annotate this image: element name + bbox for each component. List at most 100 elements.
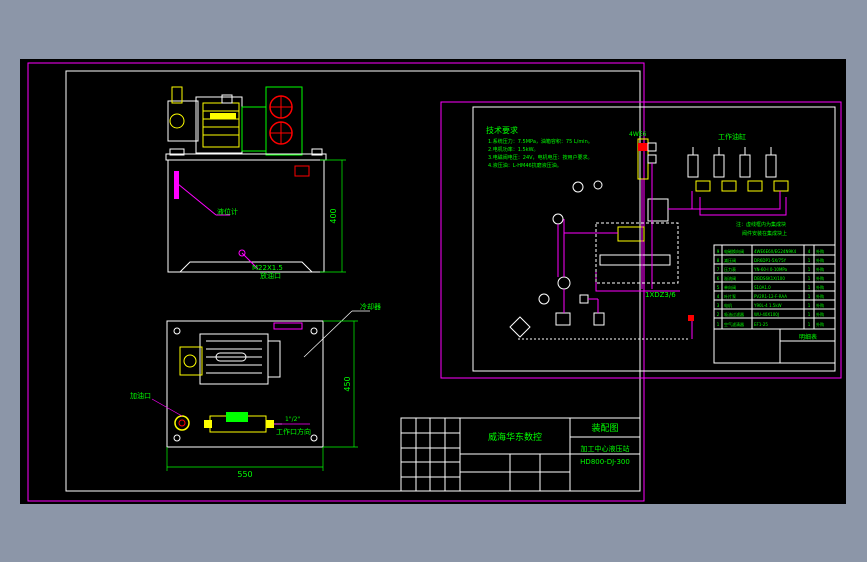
svg-text:7: 7 <box>717 267 720 272</box>
svg-text:外购: 外购 <box>816 257 824 263</box>
svg-text:DBDS6K1X/100: DBDS6K1X/100 <box>754 276 785 281</box>
pump-plan <box>179 346 203 376</box>
svg-text:1: 1 <box>808 267 811 272</box>
left-sheet-outer-border <box>27 62 645 502</box>
svg-text:EF1-25: EF1-25 <box>754 322 768 327</box>
pump-symbol <box>557 276 571 290</box>
tech-requirements-title: 技术要求 <box>486 125 518 135</box>
svg-text:外购: 外购 <box>816 275 824 281</box>
motor-fins <box>202 102 240 148</box>
svg-text:4WE6E6X/EG24N9K4: 4WE6E6X/EG24N9K4 <box>754 249 797 254</box>
product-name: 加工中心液压站 <box>581 444 630 453</box>
parts-list-header: 明细表 <box>799 333 817 341</box>
solenoid-valve <box>226 412 248 422</box>
cad-viewport[interactable]: 液位计 M22X1.5 放油口 400 <box>20 59 846 504</box>
svg-text:6: 6 <box>717 276 720 281</box>
svg-text:4: 4 <box>717 294 720 299</box>
tank-plan <box>166 320 324 448</box>
tech-note-3: 3.电磁阀电压：24V，电机电压：按用户要求。 <box>488 154 593 161</box>
parts-row-1: 9 电磁换向阀 4WE6E6X/EG24N9K4 4 外购 <box>717 248 824 254</box>
motor-plate <box>210 113 236 119</box>
note-label: 注：虚线框内为集成块 <box>736 221 786 228</box>
svg-text:减压阀: 减压阀 <box>724 257 736 263</box>
parts-list-frame <box>713 244 836 364</box>
svg-text:4: 4 <box>808 249 811 254</box>
valve-type-label: 4WE6 <box>629 131 647 138</box>
pump-valve <box>171 86 183 104</box>
port-direction-label: 工作口方向 <box>276 427 311 436</box>
svg-text:电机: 电机 <box>724 302 732 308</box>
manifold-label: 1XDZ3/6 <box>645 291 676 299</box>
svg-text:外购: 外购 <box>816 321 824 327</box>
svg-text:9: 9 <box>717 249 720 254</box>
fill-port-label: 加油口 <box>130 391 151 400</box>
svg-text:外购: 外购 <box>816 284 824 290</box>
parts-row-9: 1 空气滤清器 EF1-25 1 外购 <box>717 321 824 327</box>
svg-text:PV2R1-12-F-RAA: PV2R1-12-F-RAA <box>754 294 787 299</box>
svg-text:1: 1 <box>808 285 811 290</box>
level-gauge <box>174 171 179 199</box>
svg-text:YN-60-I 0-10MPa: YN-60-I 0-10MPa <box>753 267 788 272</box>
svg-text:S10A1.0: S10A1.0 <box>754 285 771 290</box>
drain-label: M22X1.5 <box>252 264 283 272</box>
tech-note-4: 4.液压油：L-HM46抗磨液压油。 <box>488 162 562 169</box>
drawing-title: 装配图 <box>591 422 618 434</box>
right-sheet-outer-border <box>440 101 842 379</box>
svg-text:吸油过滤器: 吸油过滤器 <box>724 311 744 317</box>
svg-text:外购: 外购 <box>816 266 824 272</box>
svg-text:1: 1 <box>808 294 811 299</box>
svg-text:8: 8 <box>717 258 720 263</box>
parts-row-6: 4 叶片泵 PV2R1-12-F-RAA 1 外购 <box>717 293 824 299</box>
cooler-label: 冷却器 <box>360 302 381 311</box>
svg-text:1: 1 <box>808 303 811 308</box>
top-view: 冷却器 加油口 1"/2" 工作口方向 450 550 <box>130 302 381 479</box>
note-label-2: 阀件安装在集成块上 <box>742 230 787 237</box>
motor-symbol <box>538 293 550 305</box>
parts-row-8: 2 吸油过滤器 WU-40X100J 1 外购 <box>717 311 824 317</box>
drawing-number: HD800-DJ-300 <box>580 458 630 466</box>
svg-text:Y90L-4 1.5kW: Y90L-4 1.5kW <box>753 303 782 308</box>
company-name: 威海华东数控 <box>488 431 542 443</box>
drain-sub-label: 放油口 <box>260 271 281 280</box>
pump-body <box>167 100 199 142</box>
parts-row-2: 8 减压阀 DR6DP1-5X/75Y 1 外购 <box>717 257 824 263</box>
parts-row-7: 3 电机 Y90L-4 1.5kW 1 外购 <box>717 302 824 308</box>
svg-text:压力表: 压力表 <box>724 266 736 272</box>
svg-text:外购: 外购 <box>816 248 824 254</box>
parts-row-5: 5 单向阀 S10A1.0 1 外购 <box>717 284 824 290</box>
svg-text:DR6DP1-5X/75Y: DR6DP1-5X/75Y <box>754 258 787 263</box>
actuators-label: 工作油缸 <box>718 132 746 141</box>
svg-text:1: 1 <box>717 322 720 327</box>
tech-note-2: 2.电机功率：1.5kW。 <box>488 146 539 153</box>
tank-nameplate <box>294 165 310 177</box>
left-sheet <box>27 62 645 502</box>
parts-list: 明细表 9 电磁换向阀 4WE6E6X/EG24N9K4 4 外购 8 减压阀 … <box>713 244 836 364</box>
level-gauge-label: 液位计 <box>217 207 238 216</box>
cooler-body <box>265 86 303 156</box>
svg-text:电磁换向阀: 电磁换向阀 <box>724 248 744 254</box>
dim-width-value: 550 <box>237 470 252 479</box>
svg-text:外购: 外购 <box>816 293 824 299</box>
title-block: 威海华东数控 装配图 加工中心液压站 HD800-DJ-300 <box>400 417 641 492</box>
svg-text:叶片泵: 叶片泵 <box>724 293 736 299</box>
svg-text:溢流阀: 溢流阀 <box>724 275 736 281</box>
svg-text:1: 1 <box>808 258 811 263</box>
svg-text:2: 2 <box>717 312 720 317</box>
svg-text:空气滤清器: 空气滤清器 <box>724 321 744 327</box>
motor-eyebolt <box>221 94 233 104</box>
pump-flange <box>169 113 185 129</box>
dim-height-value: 400 <box>329 208 338 223</box>
svg-text:5: 5 <box>717 285 720 290</box>
parts-row-4: 6 溢流阀 DBDS6K1X/100 1 外购 <box>717 275 824 281</box>
left-sheet-inner-border <box>65 70 641 492</box>
pump-circuit <box>509 180 694 340</box>
valve-stack: 1XDZ3/6 4WE6 <box>595 131 696 299</box>
manifold-dashed-box <box>595 222 679 284</box>
motor-terminal-box <box>241 106 267 152</box>
actuator-cylinders <box>687 147 789 216</box>
right-sheet-inner-border <box>472 106 836 372</box>
drain-plug <box>238 249 246 257</box>
front-view: 液位计 M22X1.5 放油口 400 <box>165 86 346 280</box>
tank-base <box>168 261 324 273</box>
svg-text:单向阀: 单向阀 <box>724 284 736 290</box>
